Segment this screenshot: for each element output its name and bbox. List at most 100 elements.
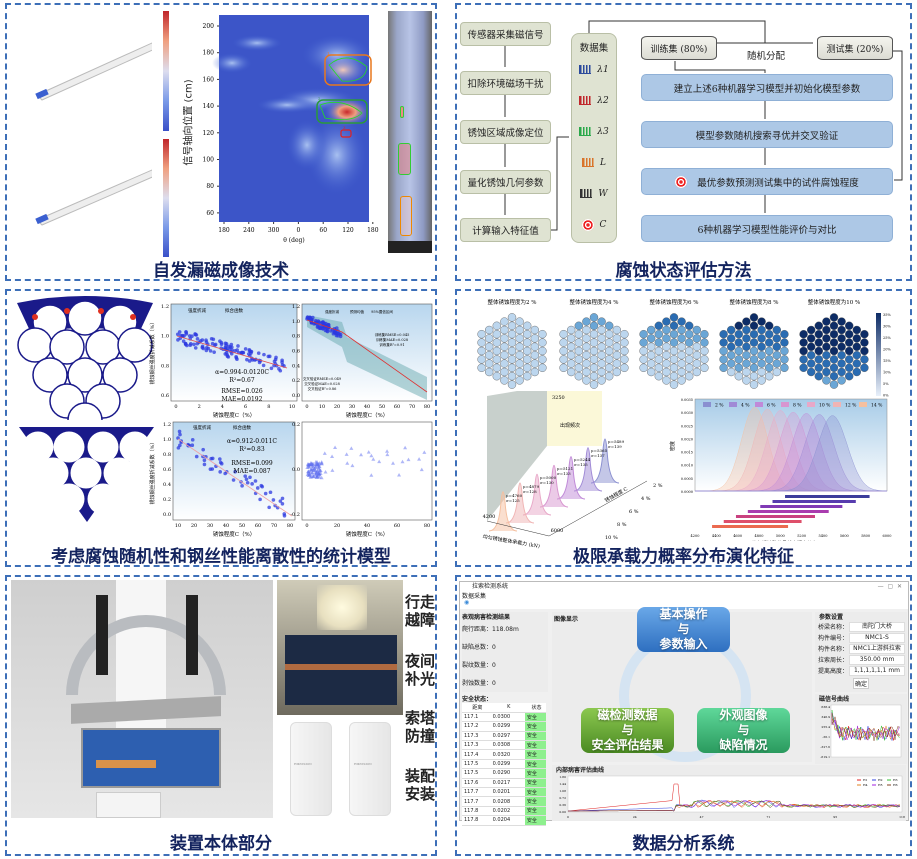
- y-tick-label: 0.6: [292, 349, 300, 355]
- menu-data-collect[interactable]: 数据采集: [462, 593, 487, 600]
- y-tick-label: 0.0: [163, 512, 171, 518]
- data-point: [245, 357, 249, 362]
- wire-corrosion-cell: [515, 342, 524, 351]
- feature-label: λ3: [597, 126, 609, 137]
- x-tick-label: 20: [191, 523, 197, 529]
- data-point: [176, 446, 181, 450]
- wire-corrosion-cell: [837, 317, 846, 326]
- bar-chart-icon: [579, 127, 592, 136]
- wire-corrosion-cell: [654, 338, 664, 347]
- wire-corrosion-cell: [749, 338, 759, 347]
- bar-chart-icon: [579, 96, 592, 105]
- data-point: [377, 459, 382, 464]
- wire-corrosion-cell: [852, 350, 861, 360]
- data-point: [246, 352, 251, 356]
- wire-corrosion-cell: [492, 355, 501, 364]
- cv-stat: 交叉验证R²=0.86: [308, 386, 337, 391]
- wire-corrosion-cell: [477, 363, 486, 373]
- wire-circle: [87, 431, 119, 463]
- data-point: [307, 472, 312, 476]
- cycle-basic-operation[interactable]: 基本操作与参数输入: [637, 607, 730, 652]
- train-set: 训练集 (80%): [641, 36, 717, 60]
- legend-label: 强度折减: [193, 424, 211, 431]
- table-cell: 0.0300: [490, 712, 525, 723]
- wire-corrosion-cell: [662, 350, 671, 360]
- x-axis-label: 锈蚀程度C（%）: [213, 530, 255, 538]
- wire-corrosion-cell: [845, 371, 854, 381]
- y-tick-label: 0.0000: [681, 490, 693, 494]
- wire-corrosion-cell: [700, 346, 709, 356]
- ridge-x0: 4200: [483, 514, 496, 520]
- wire-corrosion-cell: [500, 325, 509, 335]
- legend-swatch: [755, 402, 763, 407]
- mae-label: MAE=0.0192: [222, 396, 263, 403]
- wire-corrosion-cell: [829, 355, 839, 364]
- params-title: 参数设置: [819, 614, 844, 621]
- wire-corrosion-cell: [538, 346, 547, 356]
- wire-corrosion-cell: [604, 371, 614, 381]
- wire-circle: [32, 357, 68, 393]
- cycle-appearance-images[interactable]: 外观图像与缺陷情况: [697, 708, 790, 753]
- toolbar-icon[interactable]: ◉: [460, 599, 908, 609]
- wire-corrosion-cell: [559, 330, 568, 339]
- hex-title: 整体锈蚀程度为10 %: [808, 298, 860, 306]
- mag-title: 磁信号曲线: [819, 696, 850, 703]
- table-cell: 0.0208: [490, 796, 525, 807]
- data-point: [330, 454, 335, 459]
- data-point: [257, 360, 262, 365]
- param-label: 构件名称：: [818, 646, 849, 653]
- train-stat: 训练集MAE=0.028: [376, 337, 408, 342]
- wire-corrosion-cell: [604, 346, 614, 356]
- wire-corrosion-cell: [662, 334, 671, 343]
- wire-corrosion-cell: [566, 350, 576, 360]
- ridge-sigma-label: σ=128: [523, 489, 537, 494]
- wire-corrosion-cell: [677, 317, 686, 326]
- y-tick-label: 0.6: [163, 467, 171, 473]
- y-tick-label: 0.0: [292, 393, 300, 399]
- wire-corrosion-cell: [589, 346, 599, 356]
- legend-label: 强度折减: [325, 309, 339, 314]
- legend-label: 拟合函数: [225, 307, 243, 314]
- colorbar-tick: 0%: [883, 394, 889, 398]
- x-tick-label: 240: [243, 227, 255, 234]
- data-point: [282, 513, 287, 518]
- data-point: [323, 469, 328, 474]
- param-input[interactable]: 350.00 mm: [849, 654, 905, 665]
- cycle-magnetic-data[interactable]: 磁检测数据与安全评估结果: [581, 708, 674, 753]
- wire-corrosion-cell: [677, 367, 686, 377]
- x-tick-label: 118: [899, 815, 905, 819]
- wire-corrosion-cell: [566, 334, 576, 343]
- param-input[interactable]: NMC1-S: [849, 632, 905, 643]
- wire-corrosion-cell: [620, 338, 629, 347]
- param-input[interactable]: 南陀门大桥: [849, 621, 905, 632]
- wire-corrosion-cell: [522, 371, 532, 381]
- panel-corrosion-assessment: 传感器采集磁信号 扣除环境磁场干扰 锈蚀区域成像定位 量化锈蚀几何参数 计算输入…: [455, 3, 912, 281]
- confirm-button[interactable]: 确定: [853, 678, 869, 689]
- wire-corrosion-cell: [515, 334, 524, 343]
- data-point: [249, 349, 254, 354]
- wire-corrosion-cell: [845, 363, 854, 373]
- wire-corrosion-cell: [765, 321, 774, 330]
- wire-corrosion-cell: [837, 376, 846, 385]
- y-tick-label: -327.6: [820, 745, 830, 749]
- hex-title: 整体锈蚀程度为2 %: [488, 298, 537, 306]
- crack-count: 裂纹数量：0: [462, 662, 496, 669]
- window-controls[interactable]: — ▢ ✕: [877, 583, 902, 590]
- param-input[interactable]: 1,1,1,1,1,1 mm: [849, 665, 905, 676]
- param-input[interactable]: NMC1上游斜拉索: [849, 643, 905, 654]
